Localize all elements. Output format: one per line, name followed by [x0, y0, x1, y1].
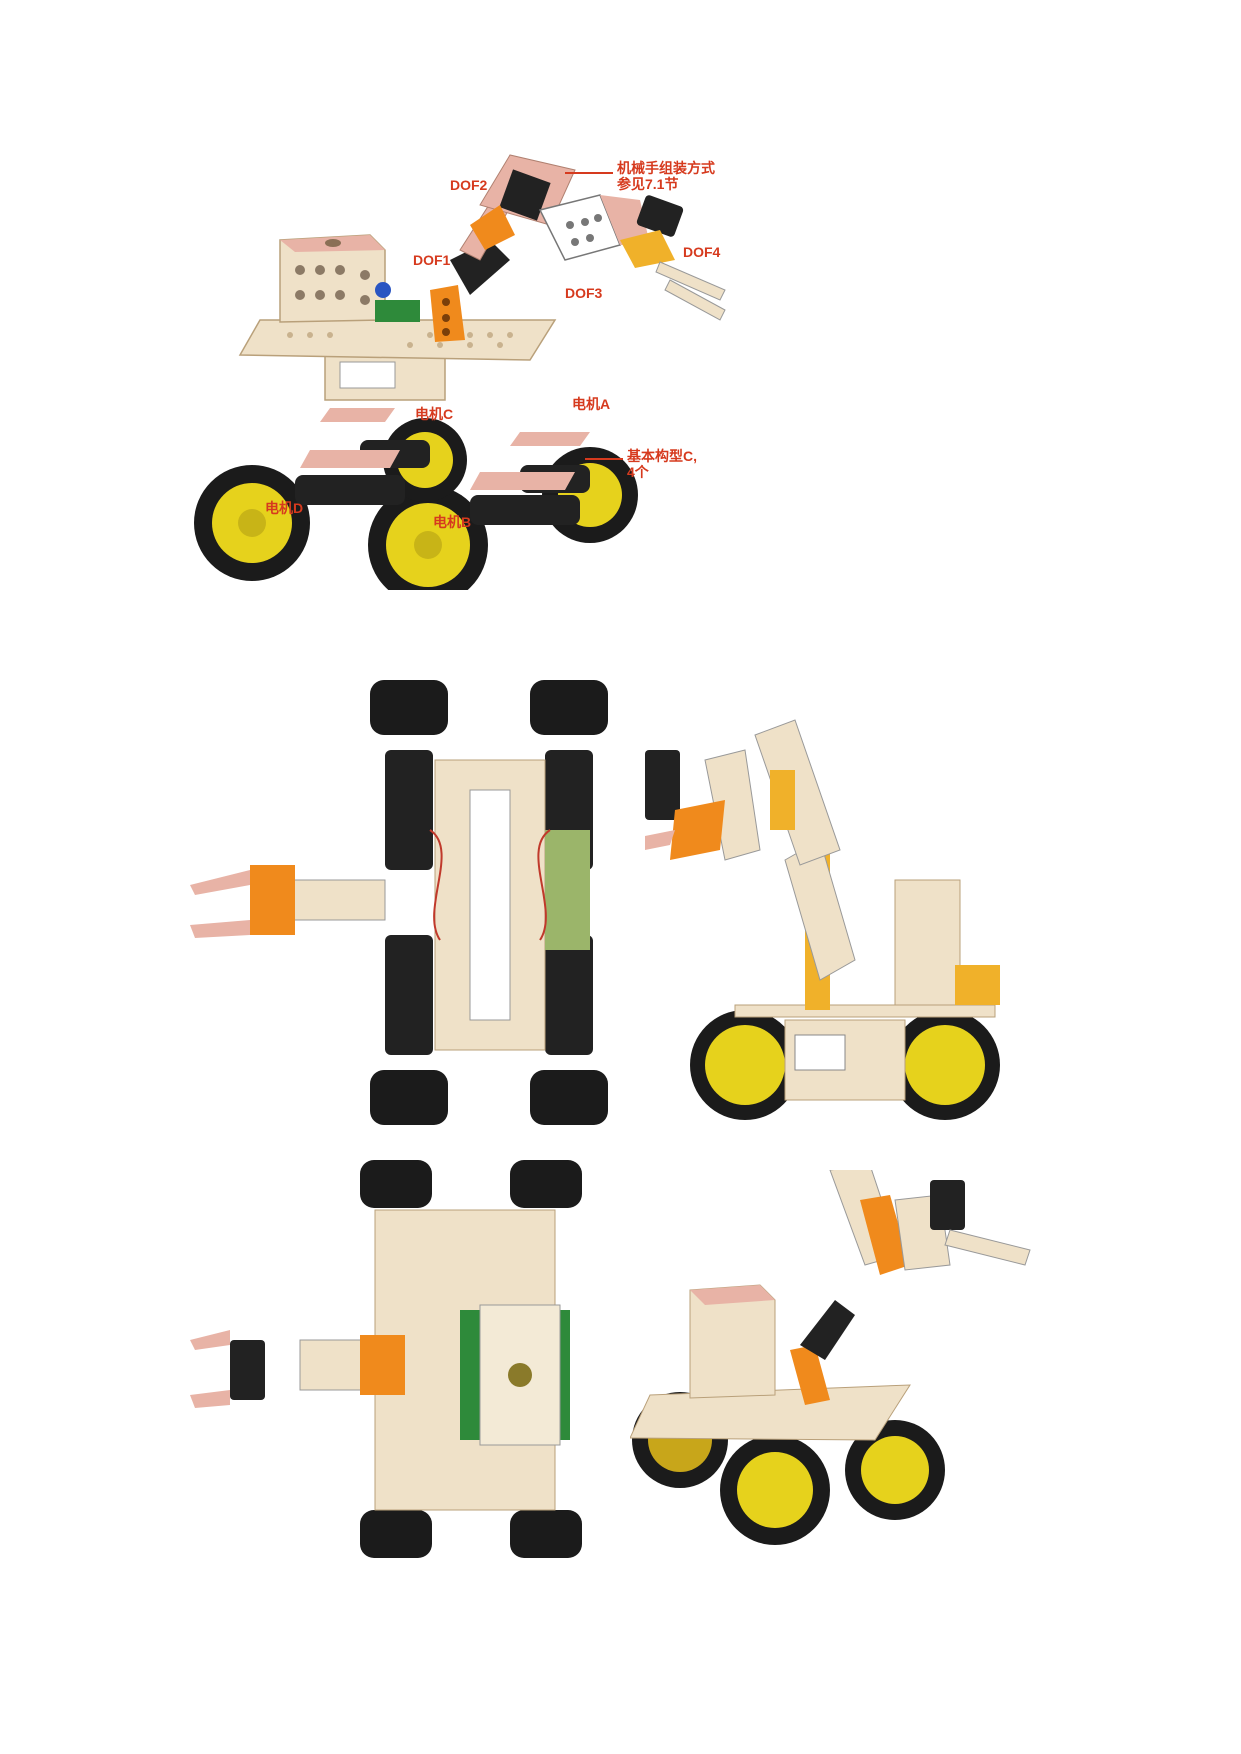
isometric-robot-drawing — [194, 154, 726, 590]
dof2-label: DOF2 — [450, 177, 488, 193]
dof1-bracket — [430, 285, 465, 342]
dof3-side-plate — [600, 195, 650, 245]
shoulder-servo — [800, 1300, 855, 1360]
motor-bracket — [510, 432, 590, 446]
dof4-bracket — [620, 230, 675, 268]
gripper-finger-lower — [664, 279, 726, 321]
base-plate-slot — [469, 789, 511, 1021]
perspective-view-drawing — [630, 1170, 1031, 1545]
motor-d-body — [295, 475, 405, 505]
dof2-bracket — [470, 205, 515, 250]
chassis-window — [794, 1034, 846, 1071]
controller-cube-top — [690, 1285, 775, 1305]
upper-arm-frame — [754, 719, 841, 866]
tire-bottom-left — [360, 1510, 432, 1558]
controller-cube-port — [325, 239, 341, 247]
gripper-finger-upper — [655, 261, 726, 301]
arm-beam — [289, 879, 386, 921]
dof3-label: DOF3 — [565, 285, 603, 301]
motor-bracket — [300, 450, 400, 468]
wheel-front-left — [368, 485, 488, 590]
wrist-servo — [645, 750, 680, 820]
deck-plate — [734, 1004, 996, 1018]
dof2-servo — [499, 169, 551, 221]
tire-top-left — [370, 680, 448, 735]
elbow-bracket — [770, 770, 795, 830]
dof4-servo — [636, 195, 684, 237]
wrist-bracket — [250, 865, 295, 935]
tire-bottom-left — [370, 1070, 448, 1125]
controller-cube-holes — [295, 265, 370, 305]
motor-top-left — [385, 750, 433, 870]
dof1-servo — [450, 240, 510, 295]
deck-plate — [238, 319, 557, 361]
motor-bottom-left — [385, 935, 433, 1055]
dof4-label: DOF4 — [683, 244, 721, 260]
top-view — [190, 1160, 610, 1560]
arm-note-line-2: 参见7.1节 — [617, 176, 679, 192]
control-board — [955, 965, 1000, 1005]
side-view — [645, 690, 1045, 1150]
motor-bracket — [470, 472, 575, 490]
controller-cube — [894, 879, 961, 1006]
side-view-drawing — [645, 719, 1000, 1120]
shoulder-bracket — [360, 1335, 405, 1395]
base-note-line-2: 4个 — [627, 464, 649, 480]
top-view-drawing — [190, 1160, 582, 1558]
bottom-view-drawing — [190, 680, 608, 1125]
lower-arm-frame — [784, 839, 856, 981]
tire-bottom-right — [510, 1510, 582, 1558]
motor-b-body — [470, 495, 580, 525]
wrist-servo — [230, 1340, 265, 1400]
motor-a-label: 电机A — [572, 396, 611, 412]
shoulder-bracket — [790, 1345, 830, 1405]
gripper-finger — [190, 1330, 230, 1350]
motor-bracket — [320, 408, 395, 422]
perspective-view — [630, 1170, 1050, 1560]
tire-top-left — [360, 1160, 432, 1208]
gripper-finger — [190, 870, 250, 895]
gripper-finger — [190, 1390, 230, 1408]
arm-note-leader-line — [565, 172, 613, 174]
isometric-assembly-view: DOF2 DOF1 DOF3 DOF4 机械手组装方式 参见7.1节 电机C 电… — [180, 150, 880, 590]
bottom-view — [190, 680, 630, 1130]
motor-b-label: 电机B — [433, 514, 472, 530]
arm-note-line-1: 机械手组装方式 — [617, 160, 715, 176]
chassis-window — [339, 361, 396, 389]
dof1-label: DOF1 — [413, 252, 451, 268]
motor-d-label: 电机D — [265, 500, 304, 516]
battery-pack — [545, 830, 590, 950]
base-note-line-1: 基本构型C, — [627, 448, 697, 464]
base-note-leader-line — [585, 458, 623, 460]
gripper-finger — [645, 830, 675, 850]
gripper-finger — [944, 1229, 1031, 1266]
tire-top-right — [530, 680, 608, 735]
motor-c-label: 电机C — [415, 406, 454, 422]
elbow-bracket — [860, 1195, 910, 1275]
motor-bottom-right — [545, 935, 593, 1055]
wheel-rear-left — [194, 465, 310, 581]
wrist-bracket — [670, 800, 725, 860]
wrist-servo — [930, 1180, 965, 1230]
tire-bottom-right — [530, 1070, 608, 1125]
tire-top-right — [510, 1160, 582, 1208]
gripper-finger — [190, 920, 250, 938]
control-board — [375, 300, 420, 322]
controller-cube-port — [508, 1363, 532, 1387]
capacitor — [375, 282, 391, 298]
